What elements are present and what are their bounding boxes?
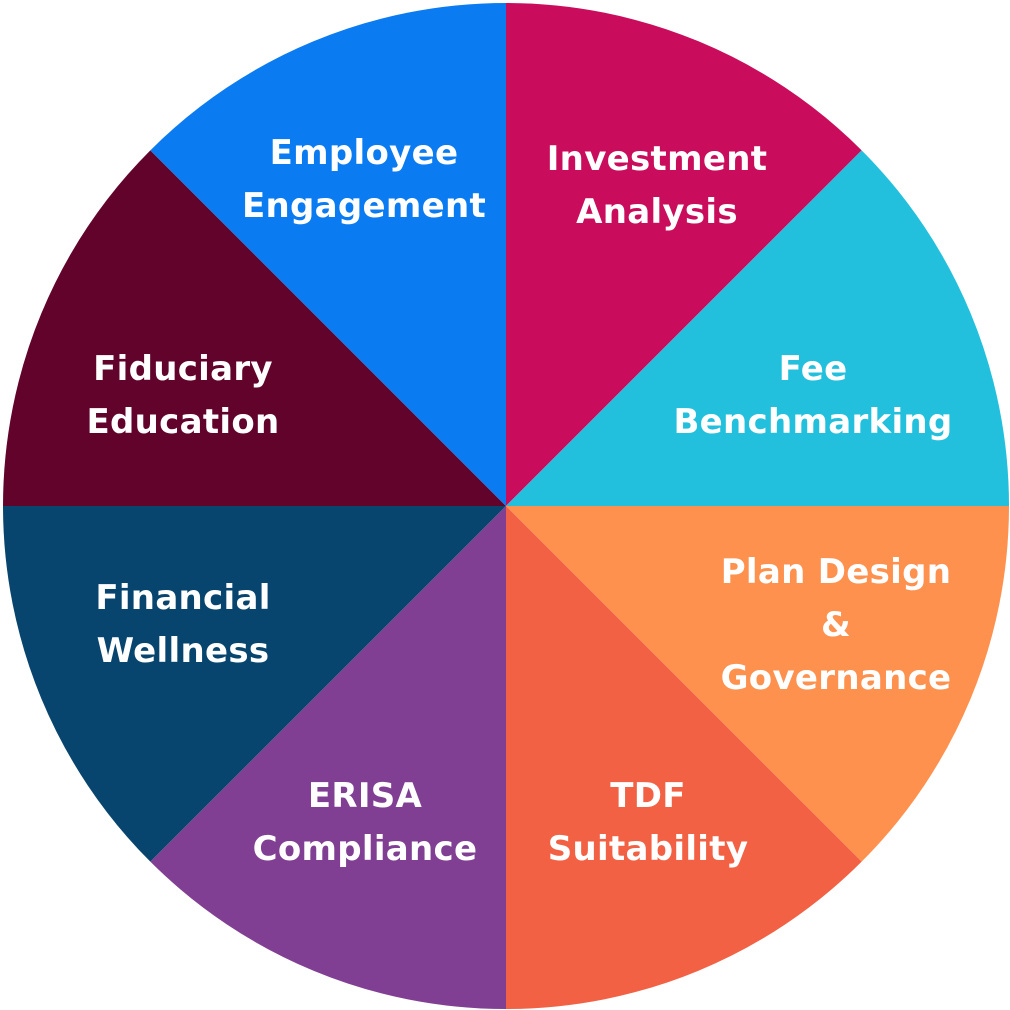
- segment-label-line: Governance: [721, 658, 952, 698]
- segment-label-tdf: TDF Suitability: [548, 776, 749, 869]
- segment-tdf: [506, 506, 862, 1009]
- segment-engagement: [150, 3, 506, 506]
- segment-label-line: Plan Design: [721, 552, 952, 592]
- segment-fiduciary: [3, 150, 506, 506]
- segment-label-line: Suitability: [548, 829, 749, 869]
- segment-label-line: &: [821, 605, 851, 645]
- segment-label-line: Fee: [779, 349, 848, 389]
- segment-label-line: Education: [86, 402, 279, 442]
- segment-label-line: Investment: [547, 139, 768, 179]
- segment-label-line: TDF: [610, 776, 686, 816]
- segment-fee: [506, 150, 1009, 506]
- segment-label-line: Fiduciary: [93, 349, 273, 389]
- segment-label-erisa: ERISA Compliance: [253, 776, 478, 869]
- segment-label-line: Engagement: [242, 186, 486, 226]
- segment-label-line: Wellness: [97, 631, 270, 671]
- segment-label-line: ERISA: [308, 776, 423, 816]
- segment-label-line: Benchmarking: [673, 402, 952, 442]
- segment-label-line: Financial: [95, 578, 270, 618]
- segment-investment: [506, 3, 862, 506]
- segment-erisa: [150, 506, 506, 1009]
- segment-label-plan: Plan Design & Governance: [721, 552, 952, 698]
- segment-wellness: [3, 506, 506, 862]
- segment-plan: [506, 506, 1009, 862]
- segment-label-line: Analysis: [576, 192, 738, 232]
- segment-label-line: Compliance: [253, 829, 478, 869]
- segment-label-line: Employee: [270, 133, 459, 173]
